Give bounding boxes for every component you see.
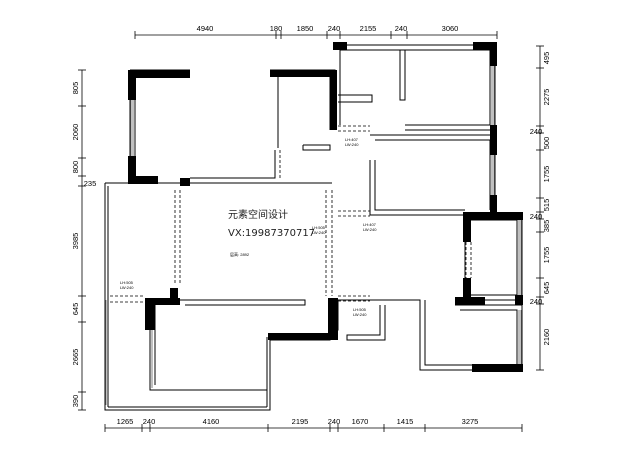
dim-top-5: 2155 bbox=[360, 24, 377, 33]
dim-left-3: 800 bbox=[71, 161, 80, 174]
opening-b-label-2: LW:240 bbox=[363, 227, 377, 232]
opening-e-label-2: LW:240 bbox=[353, 312, 367, 317]
dim-top-2: 180 bbox=[270, 24, 283, 33]
dim-left-4: 235 bbox=[84, 179, 97, 188]
dim-top-1: 4940 bbox=[197, 24, 214, 33]
dim-right-6: 515 bbox=[542, 199, 551, 212]
opening-a-label-2: LW:240 bbox=[345, 142, 359, 147]
opening-d-label-2: LW:240 bbox=[120, 285, 134, 290]
dim-bottom-1: 1265 bbox=[117, 417, 134, 426]
opening-b-label-1: LH:407 bbox=[363, 222, 377, 227]
top-dimension-row: 4940 180 1850 240 2155 240 3060 bbox=[134, 24, 498, 39]
dim-right-8: 385 bbox=[542, 220, 551, 233]
dim-top-7: 3060 bbox=[442, 24, 459, 33]
dim-bottom-4: 2195 bbox=[292, 417, 309, 426]
watermark-line-2: VX:19987370717 bbox=[228, 228, 315, 239]
dim-right-9: 1755 bbox=[542, 247, 551, 264]
dim-right-12: 2160 bbox=[542, 329, 551, 346]
dim-bottom-7: 1415 bbox=[397, 417, 414, 426]
right-dimension-column: 495 2275 240 500 1755 515 240 385 1755 6… bbox=[530, 45, 551, 371]
dim-bottom-8: 3275 bbox=[462, 417, 479, 426]
dim-top-4: 240 bbox=[328, 24, 341, 33]
dim-bottom-6: 1670 bbox=[352, 417, 369, 426]
solid-wall-blocks bbox=[128, 42, 523, 372]
left-dimension-column: 805 2060 800 235 3985 645 2665 390 bbox=[71, 69, 97, 411]
watermark-line-1: 元素空间设计 bbox=[228, 208, 288, 221]
dim-right-10: 645 bbox=[542, 282, 551, 295]
windows bbox=[105, 66, 522, 405]
dim-top-6: 240 bbox=[395, 24, 408, 33]
dim-left-5: 3985 bbox=[71, 233, 80, 250]
dim-left-2: 2060 bbox=[71, 124, 80, 141]
ceiling-height-note: 层高: 2892 bbox=[230, 251, 250, 257]
opening-c-label-2: LW:240 bbox=[312, 230, 326, 235]
opening-d-label-1: LH:505 bbox=[120, 280, 134, 285]
dim-right-4: 500 bbox=[542, 137, 551, 150]
dim-left-8: 390 bbox=[71, 395, 80, 408]
dim-right-1: 495 bbox=[542, 52, 551, 65]
opening-a-label-1: LH:407 bbox=[345, 137, 359, 142]
bottom-dimension-row: 1265 240 4160 2195 240 1670 1415 3275 bbox=[104, 417, 523, 432]
dim-bottom-3: 4160 bbox=[203, 417, 220, 426]
dim-top-3: 1850 bbox=[297, 24, 314, 33]
dim-right-5: 1755 bbox=[542, 166, 551, 183]
dim-left-1: 805 bbox=[71, 82, 80, 95]
dim-right-2: 2275 bbox=[542, 89, 551, 106]
dim-right-7: 240 bbox=[530, 212, 543, 221]
opening-e-label-1: LH:505 bbox=[353, 307, 367, 312]
dim-left-6: 645 bbox=[71, 303, 80, 316]
dim-left-7: 2665 bbox=[71, 349, 80, 366]
dashed-openings bbox=[110, 125, 472, 303]
dim-right-11: 240 bbox=[530, 297, 543, 306]
dim-bottom-2: 240 bbox=[143, 417, 156, 426]
opening-c-label-1: LH:505 bbox=[312, 225, 326, 230]
dim-right-3: 240 bbox=[530, 127, 543, 136]
dim-bottom-5: 240 bbox=[328, 417, 341, 426]
